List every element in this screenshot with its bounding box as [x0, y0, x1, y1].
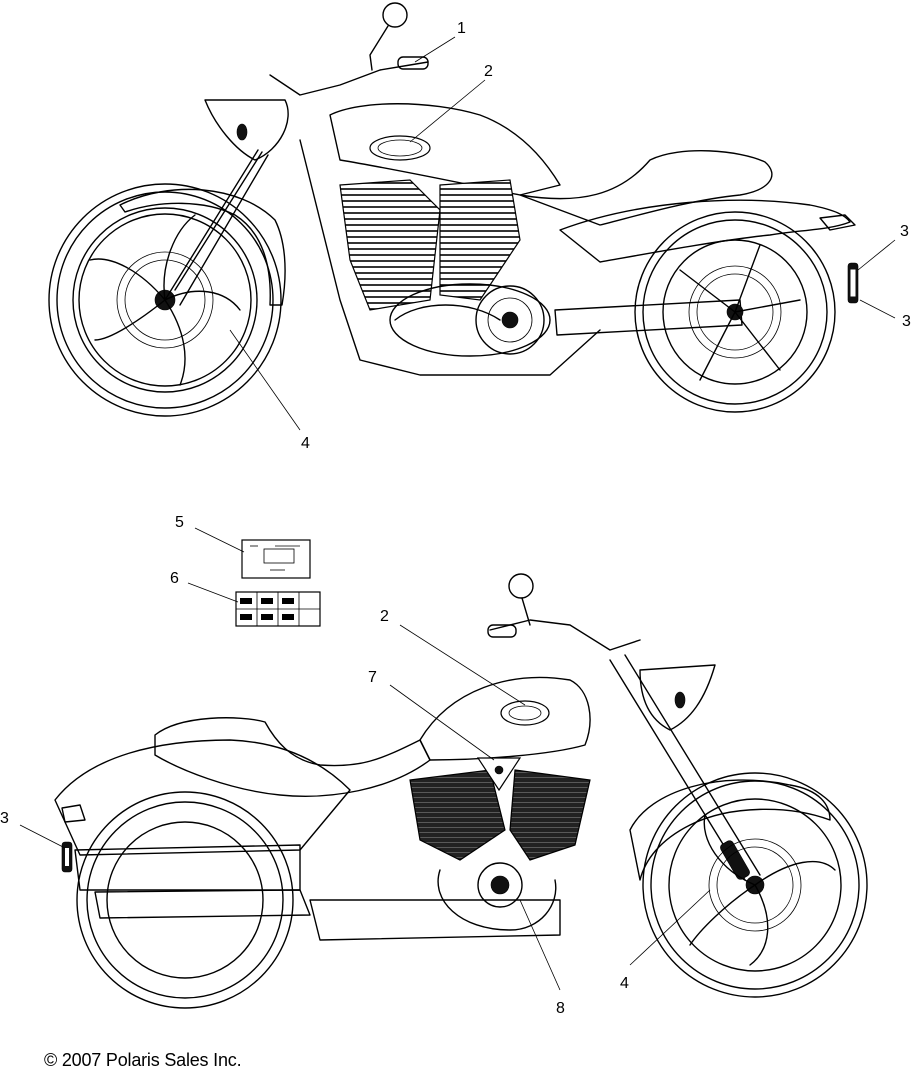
- rear-wheel-left: [76, 791, 294, 1009]
- decal-5-thumbnail: [241, 539, 311, 579]
- motorcycle-right-view: [48, 2, 859, 417]
- front-wheel: [48, 183, 282, 417]
- engine: [339, 179, 551, 357]
- headlight-fairing-left: [639, 664, 716, 731]
- callout-labels: 1 2 3 3 4 5 6 2 7 3 4 8: [0, 20, 911, 1017]
- callout-1: 1: [457, 20, 466, 37]
- engine-left: [309, 757, 591, 941]
- callout-4-top: 4: [301, 435, 310, 452]
- front-fender: [119, 188, 286, 306]
- callout-2-bottom: 2: [380, 608, 389, 625]
- callout-leaders-bottom: [19, 624, 711, 991]
- callout-3-top-lower: 3: [902, 313, 911, 330]
- handlebar-left: [489, 619, 641, 651]
- copyright-notice: © 2007 Polaris Sales Inc.: [44, 1050, 242, 1070]
- rear-wheel: [634, 211, 836, 413]
- decal-6-thumbnail: [235, 591, 321, 627]
- front-fork-left: [609, 654, 761, 881]
- callout-3-top-upper: 3: [900, 223, 909, 240]
- rear-fender: [559, 199, 851, 263]
- callout-3-bottom: 3: [0, 810, 9, 827]
- tank-emblem-left: [500, 700, 550, 726]
- front-fork: [164, 149, 269, 306]
- callout-4-bottom: 4: [620, 975, 629, 992]
- swingarm: [554, 299, 743, 336]
- callout-5: 5: [175, 514, 184, 531]
- seat: [519, 150, 773, 226]
- callout-7: 7: [368, 669, 377, 686]
- callout-leaders-top: [229, 36, 896, 431]
- handlebar: [269, 61, 429, 96]
- front-fender-left: [629, 779, 831, 881]
- motorcycle-left-view: [54, 573, 868, 1009]
- callout-2-top: 2: [484, 63, 493, 80]
- callout-6: 6: [170, 570, 179, 587]
- front-wheel-left: [642, 772, 868, 998]
- rear-fender-left: [54, 739, 351, 856]
- seat-left: [154, 717, 431, 797]
- callout-8: 8: [556, 1000, 565, 1017]
- fuel-tank: [329, 103, 561, 196]
- headlight-fairing: [204, 99, 289, 161]
